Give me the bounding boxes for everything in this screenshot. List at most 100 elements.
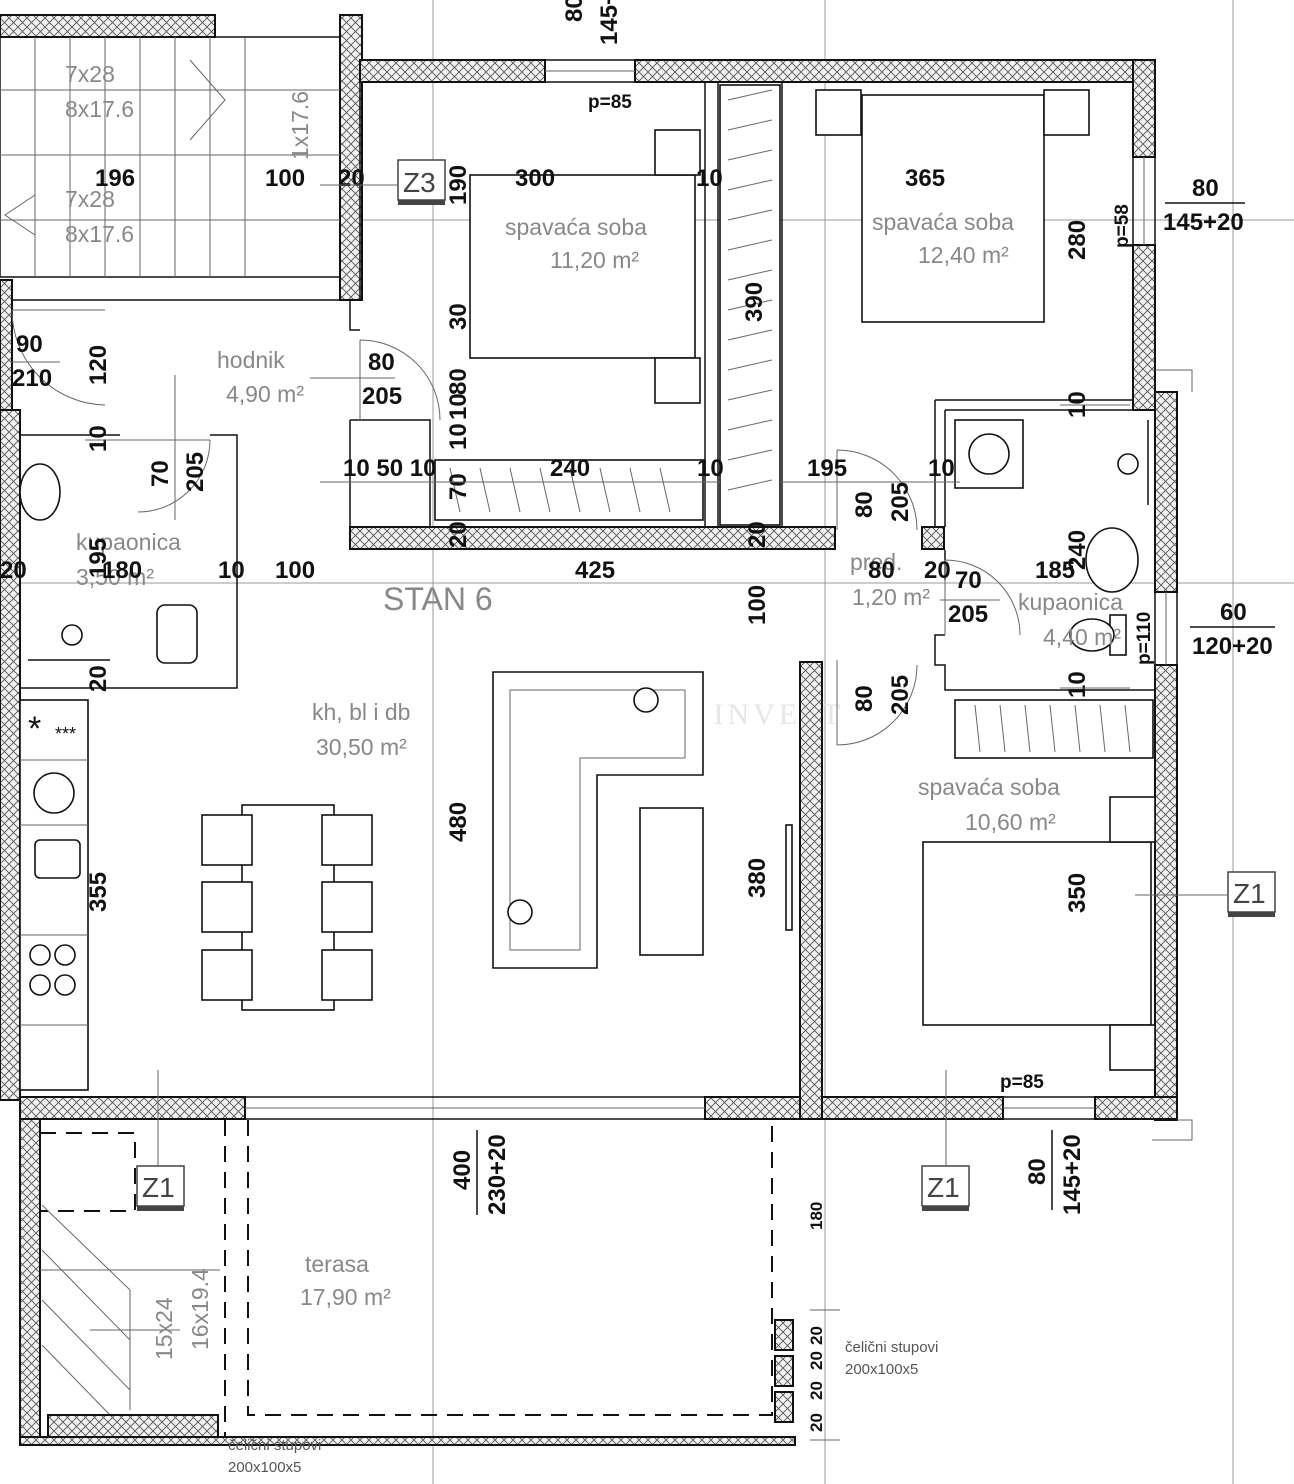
dim-70b: 70 (445, 473, 472, 500)
bathroom2-area: 4,40 m² (1043, 624, 1121, 650)
dim-20i: 20 (807, 1381, 826, 1400)
terrace-outline (39, 1120, 794, 1438)
dim-196: 196 (95, 165, 135, 192)
tag-z1-right-text: Z1 (1233, 878, 1266, 909)
dim-10: 10 (696, 165, 723, 192)
dining-table (201, 804, 373, 1011)
dimensions: 196 100 20 300 190 10 365 280 390 30 80 … (0, 165, 1091, 1432)
dim-10g: 10 (928, 455, 955, 482)
dim-480: 480 (445, 802, 472, 842)
dim-185: 185 (1035, 557, 1075, 584)
dim-280: 280 (1064, 220, 1091, 260)
wardrobes (434, 84, 1154, 759)
dim-20b: 20 (445, 521, 472, 548)
dim-100b: 100 (275, 557, 315, 584)
pantry-name: pred. (850, 549, 902, 575)
window-w3-a: 60 (1220, 599, 1247, 626)
dim-240b: 240 (1064, 530, 1091, 570)
bedroom1-area: 11,20 m² (550, 247, 639, 273)
living-area: 30,50 m² (316, 734, 407, 760)
dim-20e: 20 (924, 557, 951, 584)
columns-note-4: 200x100x5 (228, 1459, 301, 1476)
tag-z1-left-text: Z1 (142, 1172, 175, 1203)
dim-425: 425 (575, 557, 615, 584)
dim-390: 390 (741, 282, 768, 322)
bedroom1-name: spavaća soba (505, 214, 647, 240)
dim-70c: 70 (955, 567, 982, 594)
interior-lines (12, 82, 1155, 691)
unit-name: STAN 6 (383, 581, 493, 617)
dim-100: 100 (265, 165, 305, 192)
tag-z3-text: Z3 (403, 167, 436, 198)
dim-205e: 205 (887, 675, 914, 715)
bedroom2-area: 12,40 m² (918, 242, 1009, 268)
dim-190: 190 (445, 165, 472, 205)
stair-label-side: 1x17.6 (287, 91, 313, 160)
dim-195: 195 (807, 455, 847, 482)
dim-20: 20 (338, 165, 365, 192)
dim-350: 350 (1064, 873, 1091, 913)
dim-10b: 10 (85, 425, 112, 452)
dim-240: 240 (550, 455, 590, 482)
dim-10c: 10 (445, 423, 472, 450)
dim-205d: 205 (948, 601, 988, 628)
bedroom3-area: 10,60 m² (965, 809, 1056, 835)
dim-80e: 80 (851, 685, 878, 712)
dim-300: 300 (515, 165, 555, 192)
dim-100c: 100 (744, 585, 771, 625)
window-p85-bottom: p=85 (1000, 1072, 1044, 1093)
terrace-name: terasa (305, 1251, 369, 1277)
sofa (492, 671, 793, 969)
hallway-name: hodnik (217, 347, 285, 373)
dim-10i: 10 (1064, 671, 1091, 698)
svg-text:***: *** (55, 724, 76, 744)
dim-365: 365 (905, 165, 945, 192)
dim-80d: 80 (868, 557, 895, 584)
walls (0, 59, 1178, 1446)
living-name: kh, bl i db (312, 699, 410, 725)
dim-80b: 80 (445, 368, 472, 395)
stair-label-6: 16x19.4 (187, 1268, 213, 1350)
hallway-area: 4,90 m² (226, 381, 304, 407)
bathroom-fixtures (19, 419, 1149, 664)
bedroom3-name: spavaća soba (918, 774, 1060, 800)
window-w4-b: 145+20 (1059, 1134, 1086, 1215)
window-w5-b: 230+20 (484, 1134, 511, 1215)
window-w4-a: 80 (1024, 1158, 1051, 1185)
dim-380: 380 (744, 858, 771, 898)
window-p58: p=58 (1112, 204, 1133, 248)
bedroom2-name: spavaća soba (872, 209, 1014, 235)
dim-20f: 20 (85, 665, 112, 692)
dim-10d: 10 (445, 393, 472, 420)
windows (244, 59, 1193, 1141)
window-w1-b: 145+20 (1163, 209, 1244, 236)
tag-z1-right: Z1 (1227, 871, 1276, 917)
dim-120: 120 (85, 345, 112, 385)
dimension-lines (10, 184, 1228, 1441)
dim-10-50-10: 10 50 10 (343, 455, 436, 482)
svg-text:*: * (28, 710, 41, 748)
dim-205: 205 (362, 383, 402, 410)
doors (11, 309, 1021, 746)
dim-180: 180 (102, 557, 142, 584)
dim-20d: 20 (0, 557, 27, 584)
stair-label-2: 8x17.6 (65, 96, 134, 122)
dim-205b: 205 (182, 452, 209, 492)
dim-80c: 80 (851, 491, 878, 518)
dim-180b: 180 (807, 1202, 826, 1230)
window-w3-b: 120+20 (1192, 633, 1273, 660)
kitchen: * *** (19, 699, 89, 1091)
columns-note-1: čelični stupovi (845, 1339, 938, 1356)
tag-z1-bottom-text: Z1 (927, 1172, 960, 1203)
dim-195b: 195 (85, 538, 112, 578)
tag-z3: Z3 (397, 159, 446, 205)
dim-205c: 205 (887, 482, 914, 522)
window-p85-top: p=85 (588, 92, 632, 113)
window-top-a: 80 (561, 0, 588, 22)
dim-20j: 20 (807, 1413, 826, 1432)
window-top-b: 145+ (596, 0, 623, 45)
beds (469, 89, 1156, 1071)
bathroom1-name: kupaonica (76, 529, 181, 555)
